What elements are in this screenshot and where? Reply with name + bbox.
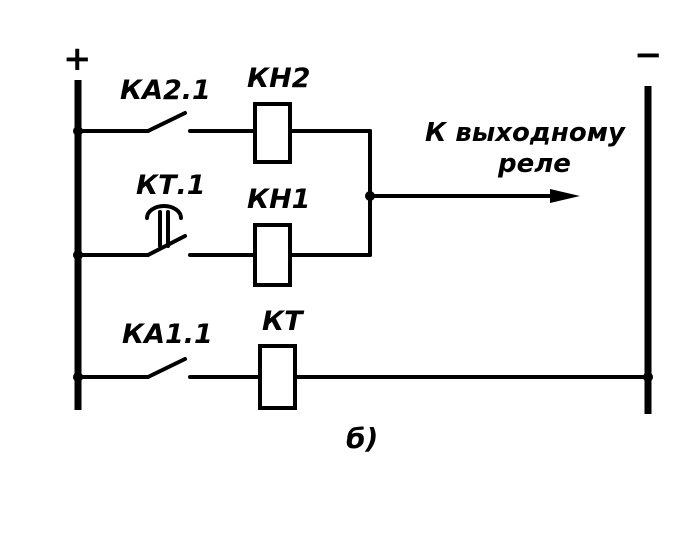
coil-kh2 [253, 102, 292, 164]
contact-ka1-1-blade [146, 357, 187, 379]
diagram-caption: б) [346, 422, 378, 455]
node-negative-bus-row3 [643, 372, 653, 382]
label-ka1-1: КА1.1 [122, 319, 213, 350]
label-kt-1: КТ.1 [136, 170, 206, 201]
output-arrow-head [550, 189, 580, 203]
label-kt: КТ [262, 306, 305, 337]
minus-sign: − [634, 35, 663, 75]
contact-ka2-1-blade [146, 111, 187, 133]
time-delay-symbol [145, 204, 183, 248]
coil-kh1 [253, 223, 292, 287]
label-ka2-1: КА2.1 [120, 75, 211, 106]
node-bus-row2 [73, 250, 83, 260]
plus-sign: + [63, 39, 92, 79]
output-label-line2: реле [497, 149, 571, 179]
row-kt: КА1.1 КТ [76, 306, 650, 410]
coil-kt [258, 344, 297, 410]
row-kh2: КА2.1 КН2 [76, 63, 372, 164]
label-kh1: КН1 [247, 184, 310, 215]
node-bus-row1 [73, 126, 83, 136]
label-kh2: КН2 [247, 63, 310, 94]
node-bus-row3 [73, 372, 83, 382]
output-label-line1: К выходному [425, 118, 626, 148]
row-kh1: КТ.1 КН1 [76, 170, 372, 287]
